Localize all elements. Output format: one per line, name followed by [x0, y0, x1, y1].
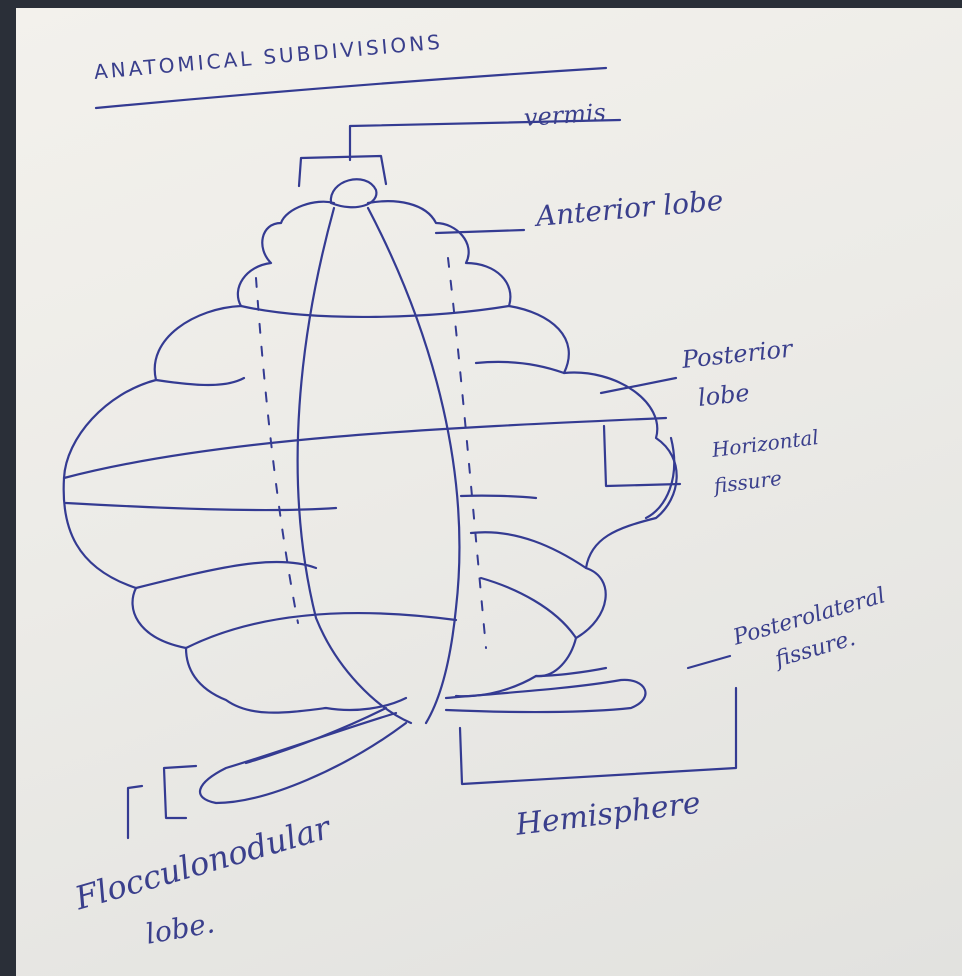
hemisphere-edge-right — [646, 438, 674, 518]
flocculus-right — [446, 680, 645, 712]
hemisphere-bracket — [460, 688, 736, 784]
cerebellum-drawing — [16, 8, 962, 976]
vermis-right-boundary — [368, 208, 459, 723]
cerebellum-outline-right — [368, 201, 677, 696]
dashed-line-right — [448, 258, 486, 648]
fold-line-7 — [471, 532, 586, 568]
label-posterior-lobe-line2: lobe — [697, 379, 751, 412]
fold-line-2 — [156, 378, 244, 385]
cerebellum-outline-left — [64, 202, 406, 713]
flocculus-left — [200, 713, 406, 803]
flocculonodular-tick — [128, 786, 142, 838]
fold-line-1 — [241, 306, 509, 317]
posterolateral-fissure-mark — [536, 668, 606, 676]
horizontal-fissure-bracket — [604, 426, 680, 486]
fold-line-3 — [64, 418, 666, 478]
pointer-posterolateral-fissure — [688, 656, 730, 668]
fold-line-9 — [476, 362, 564, 373]
fold-line-8 — [481, 578, 576, 638]
vermis-left-boundary — [298, 208, 411, 723]
dashed-line-left — [256, 278, 298, 623]
paper-sheet: ANATOMICAL SUBDIVISIONS vermis Anterior … — [16, 8, 962, 976]
pointer-anterior-lobe — [436, 230, 524, 233]
label-vermis: vermis — [523, 98, 607, 132]
flocculonodular-bracket — [164, 766, 196, 818]
fold-line-4 — [66, 503, 336, 510]
vermis-top-bracket — [299, 156, 386, 186]
